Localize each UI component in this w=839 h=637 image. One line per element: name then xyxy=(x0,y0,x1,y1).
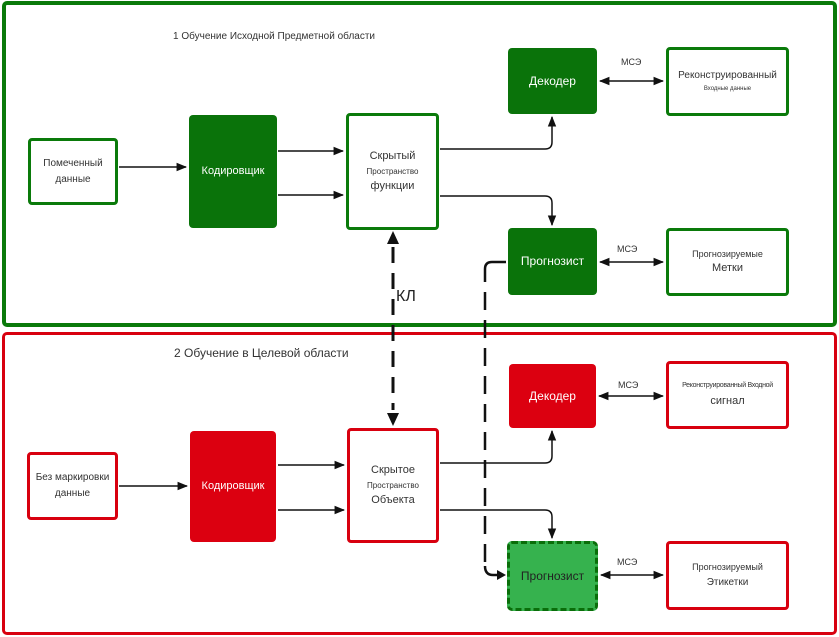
target-pred-line1: Прогнозируемый xyxy=(692,562,763,573)
target-mse-label-1: МСЭ xyxy=(618,380,639,390)
target-latent-line3: Объекта xyxy=(371,494,415,507)
source-panel-title: 1 Обучение Исходной Предметной области xyxy=(173,31,376,42)
unlabeled-data-line1: Без маркировки xyxy=(35,472,110,483)
source-mse-label-2: МСЭ xyxy=(617,244,638,254)
source-encoder-node[interactable]: Кодировщик xyxy=(189,115,277,228)
source-latent-line1: Скрытый xyxy=(369,149,416,162)
target-panel-title: 2 Обучение в Целевой области xyxy=(174,346,349,360)
target-pred-line2: Этикетки xyxy=(706,576,749,588)
target-encoder-label: Кодировщик xyxy=(201,479,265,492)
labeled-data-line1: Помеченный xyxy=(43,157,103,169)
source-predictor-label: Прогнозист xyxy=(520,254,585,269)
unlabeled-data-line2: данные xyxy=(54,488,91,499)
target-decoder-label: Декодер xyxy=(529,388,576,403)
source-pred-line2: Метки xyxy=(711,262,744,275)
source-latent-line3: функции xyxy=(370,180,415,193)
source-recon-line2: Входные данные xyxy=(703,85,752,92)
labeled-data-node[interactable]: Помеченный данные xyxy=(28,138,118,205)
unlabeled-data-node[interactable]: Без маркировки данные xyxy=(27,452,118,520)
source-decoder-node[interactable]: Декодер xyxy=(508,48,597,114)
target-decoder-node[interactable]: Декодер xyxy=(509,364,596,428)
target-latent-line2: Пространство xyxy=(367,480,419,490)
target-predictor-node[interactable]: Прогнозист xyxy=(507,541,598,611)
source-encoder-label: Кодировщик xyxy=(201,164,265,177)
target-recon-line2: сигнал xyxy=(710,394,745,407)
target-predicted-labels-node[interactable]: Прогнозируемый Этикетки xyxy=(666,541,789,610)
kl-divergence-label: КЛ xyxy=(396,288,416,305)
source-recon-line1: Реконструированный xyxy=(678,69,777,81)
source-pred-line1: Прогнозируемые xyxy=(692,248,763,259)
source-reconstructed-node[interactable]: Реконструированный Входные данные xyxy=(666,47,789,116)
target-reconstructed-node[interactable]: Реконструированный Входной сигнал xyxy=(666,361,789,429)
labeled-data-line2: данные xyxy=(55,173,91,185)
source-predicted-labels-node[interactable]: Прогнозируемые Метки xyxy=(666,228,789,296)
source-predictor-node[interactable]: Прогнозист xyxy=(508,228,597,295)
source-mse-label-1: МСЭ xyxy=(621,57,642,67)
target-mse-label-2: МСЭ xyxy=(617,557,638,567)
target-latent-node[interactable]: Скрытое Пространство Объекта xyxy=(347,428,439,543)
target-latent-line1: Скрытое xyxy=(371,463,415,476)
target-recon-line1: Реконструированный Входной xyxy=(682,382,773,390)
source-latent-line2: Пространство xyxy=(366,166,419,176)
source-decoder-label: Декодер xyxy=(529,73,576,88)
target-predictor-label: Прогнозист xyxy=(520,568,585,583)
source-latent-node[interactable]: Скрытый Пространство функции xyxy=(346,113,439,230)
target-encoder-node[interactable]: Кодировщик xyxy=(190,431,276,542)
